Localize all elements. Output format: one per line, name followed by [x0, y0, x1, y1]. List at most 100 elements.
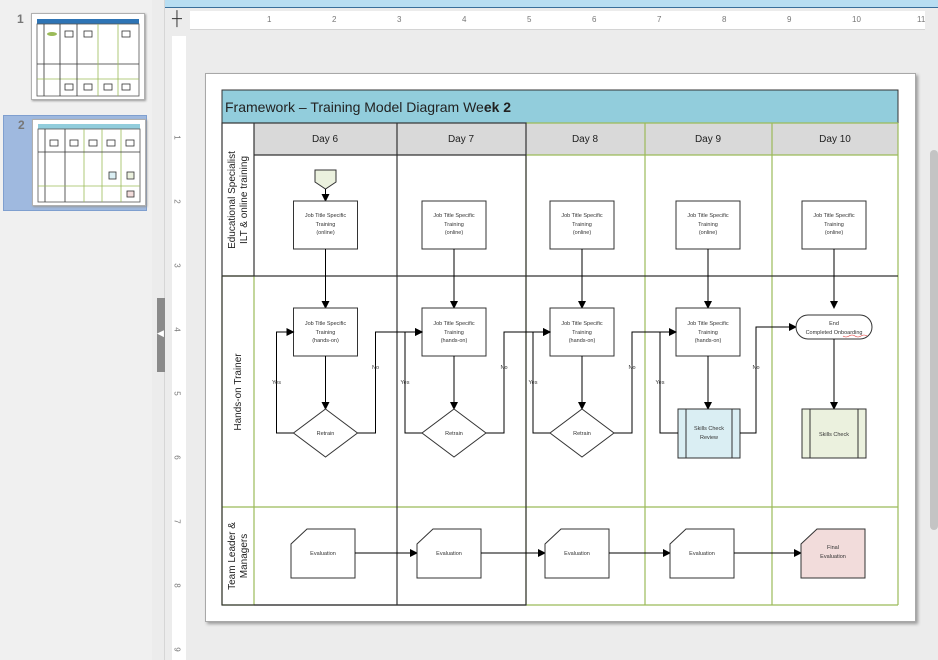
box-label: Training	[698, 330, 718, 336]
ruler-tick-label: 2	[172, 199, 182, 204]
ruler-tick-label: 9	[787, 15, 792, 24]
retrain-decision[interactable]	[421, 408, 487, 458]
slide-number: 2	[18, 118, 25, 132]
slide-panel: 1 2	[0, 0, 153, 660]
box-label: Job Title Specific	[561, 213, 603, 219]
box-label: Job Title Specific	[561, 321, 603, 327]
online-training-box[interactable]	[549, 200, 615, 250]
ruler-tick-label: 3	[397, 15, 402, 24]
ruler-tick-label: 7	[657, 15, 662, 24]
skills-check-review-box[interactable]	[677, 408, 741, 459]
swimlane-diagram: Framework – Training Model Diagram Week …	[221, 89, 899, 606]
lane-label: Team Leader &	[227, 522, 238, 590]
spellcheck-underline	[842, 334, 868, 338]
ruler-tick-label: 3	[172, 263, 182, 268]
box-label: Training	[698, 222, 718, 228]
no-label: No	[500, 365, 507, 371]
handson-training-box[interactable]	[293, 307, 358, 357]
box-label: (online)	[445, 230, 464, 236]
connector-line	[659, 331, 678, 434]
box-label: Job Title Specific	[813, 213, 855, 219]
box-label: (online)	[573, 230, 592, 236]
slide-number: 1	[17, 12, 24, 26]
connector-line	[532, 328, 551, 434]
terminator-label: Completed Onboarding	[806, 330, 863, 336]
retrain-decision[interactable]	[549, 408, 615, 458]
slide-thumbnail-2[interactable]: 2	[3, 115, 147, 211]
box-label: Job Title Specific	[687, 321, 729, 327]
box-label: (online)	[699, 230, 718, 236]
tab-stop-icon[interactable]: ┼	[172, 10, 182, 26]
day-header-label: Day 8	[572, 134, 599, 145]
decision-label: Retrain	[573, 431, 591, 437]
ruler-tick-label: 11	[917, 15, 926, 24]
ruler-tick-label: 2	[332, 15, 337, 24]
box-label: Evaluation	[689, 551, 715, 557]
slide-page[interactable]: Framework – Training Model Diagram Week …	[205, 73, 916, 622]
ruler-tick-label: 6	[592, 15, 597, 24]
skills-check-box[interactable]	[801, 408, 867, 459]
retrain-decision[interactable]	[292, 408, 359, 458]
no-label: No	[628, 365, 635, 371]
box-label: Evaluation	[820, 554, 846, 560]
yes-label: Yes	[529, 380, 538, 386]
connector-line	[404, 328, 423, 434]
box-label: Evaluation	[564, 551, 590, 557]
box-label: Evaluation	[436, 551, 462, 557]
ruler-tick-label: 1	[267, 15, 272, 24]
grid-lines-dark	[221, 122, 898, 606]
day-header-cell	[645, 123, 772, 155]
ruler-tick-label: 9	[172, 647, 182, 652]
slide-preview[interactable]	[31, 13, 145, 100]
box-label: Job Title Specific	[305, 213, 347, 219]
box-label: Job Title Specific	[687, 213, 729, 219]
box-label: Job Title Specific	[433, 321, 475, 327]
yes-label: Yes	[401, 380, 410, 386]
yes-label: Yes	[656, 380, 665, 386]
box-label: Job Title Specific	[305, 321, 347, 327]
box-label: Training	[316, 330, 336, 336]
box-label: Training	[444, 222, 464, 228]
collapse-panel-button[interactable]: ◀	[157, 298, 165, 372]
box-label: Skills Check	[819, 432, 849, 438]
yes-label: Yes	[272, 380, 281, 386]
ruler-tick-label: 5	[172, 391, 182, 396]
vertical-scrollbar[interactable]	[930, 150, 938, 530]
final-evaluation-shape[interactable]	[800, 528, 866, 579]
box-label: (hands-on)	[695, 338, 722, 344]
start-marker[interactable]	[314, 169, 337, 190]
terminator-label: End	[829, 321, 839, 327]
box-label: (hands-on)	[441, 338, 468, 344]
connector-line	[614, 328, 677, 434]
online-training-box[interactable]	[675, 200, 741, 250]
box-label: Training	[444, 330, 464, 336]
window-title-bar	[165, 0, 938, 8]
online-training-box[interactable]	[421, 200, 487, 250]
box-label: Final	[827, 545, 839, 551]
slide-thumbnail-1[interactable]: 1	[3, 10, 145, 104]
day-header-label: Day 6	[312, 134, 339, 145]
handson-training-box[interactable]	[549, 307, 615, 357]
online-training-box[interactable]	[801, 200, 867, 250]
ruler-tick-label: 1	[172, 135, 182, 140]
ruler-tick-label: 5	[527, 15, 532, 24]
day-header-cell	[397, 123, 526, 155]
box-label: Training	[572, 222, 592, 228]
connector-line	[486, 328, 551, 434]
connector-line	[357, 328, 423, 434]
decision-label: Retrain	[317, 431, 335, 437]
box-label: (hands-on)	[569, 338, 596, 344]
connector-line	[740, 323, 797, 434]
chevron-left-icon: ◀	[157, 328, 164, 338]
day-header-cell	[772, 123, 898, 155]
box-label: (online)	[316, 230, 335, 236]
day-header-label: Day 9	[695, 134, 722, 145]
online-training-box[interactable]	[293, 200, 358, 250]
ruler-tick-label: 4	[172, 327, 182, 332]
box-label: Review	[700, 435, 718, 441]
slide-preview[interactable]	[32, 119, 146, 206]
diagram-title[interactable]: Framework – Training Model Diagram Week …	[225, 99, 511, 115]
box-label: Skills Check	[694, 426, 724, 432]
